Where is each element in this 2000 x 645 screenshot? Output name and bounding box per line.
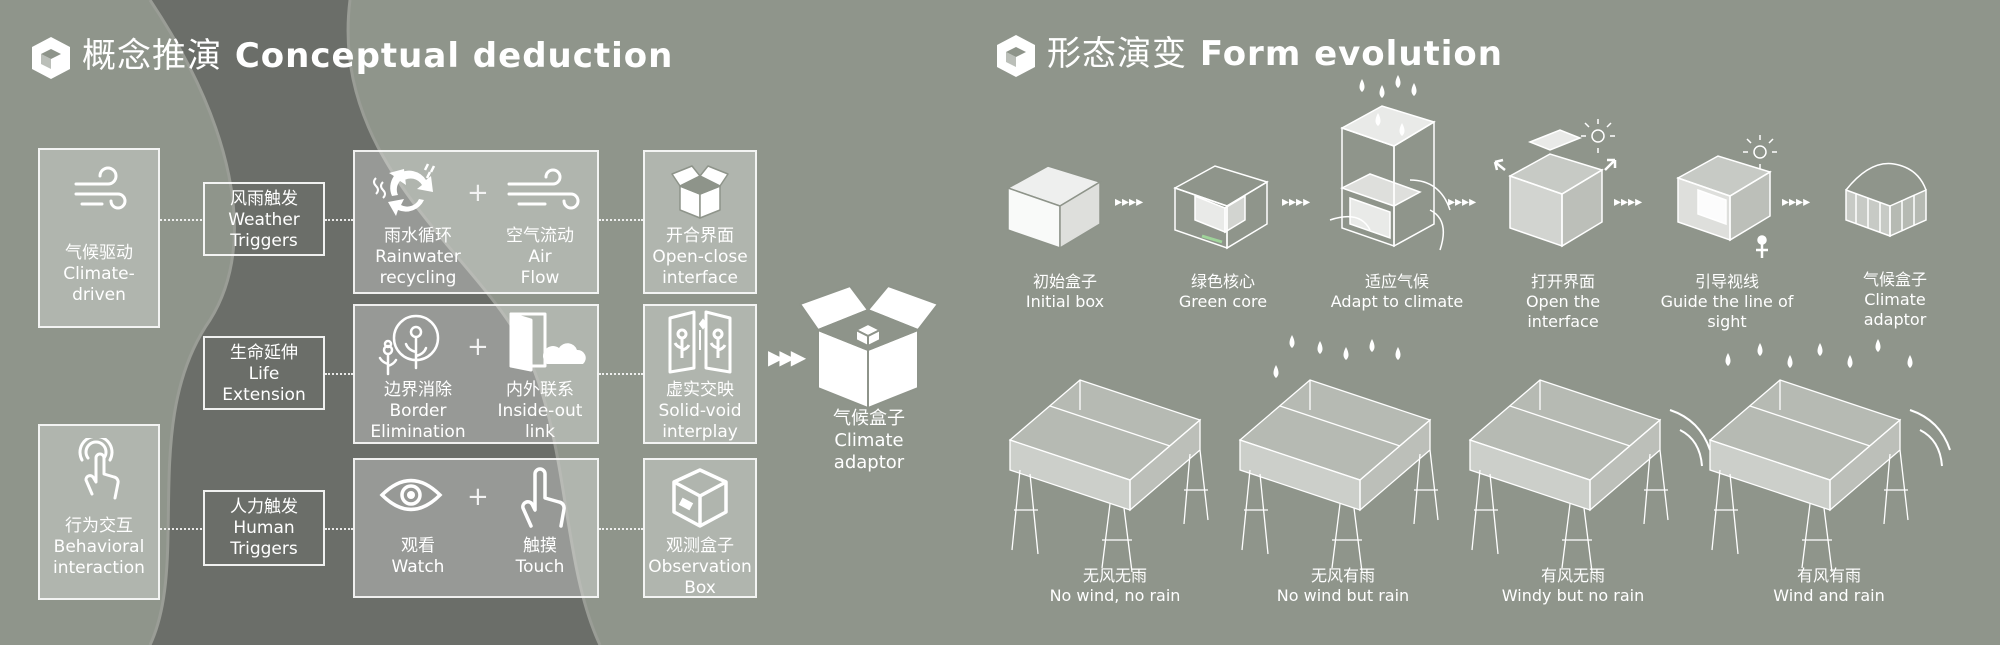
green-core-drawing	[1173, 165, 1269, 250]
arrow-icon: ▸▸▸▸	[1115, 194, 1143, 210]
hexagon-logo-icon	[32, 36, 70, 79]
connector-dots	[160, 528, 202, 530]
section1-title-zh: 概念推演	[82, 36, 222, 76]
plus-sign: +	[467, 178, 489, 208]
section2-title: 形态演变 Form evolution	[995, 26, 1503, 79]
flowers-icon	[378, 314, 440, 376]
section2-title-zh: 形态演变	[1047, 34, 1187, 74]
connector-dots	[325, 219, 353, 221]
structure-no-wind-but-rain	[1238, 379, 1439, 573]
section1-title: 概念推演 Conceptual deduction	[30, 28, 673, 81]
arrow-icon: ▶▶▶	[768, 345, 806, 369]
arrow-icon: ▸▸▸▸	[1614, 194, 1642, 210]
structure-windy-no-rain	[1468, 379, 1711, 573]
row3-panel	[353, 458, 599, 598]
form-evolution-drawings: ▸▸▸▸ ▸▸▸▸ ▸▸▸▸ ▸▸▸▸	[1006, 75, 1951, 573]
arrow-icon: ▸▸▸▸	[1282, 194, 1310, 210]
air-flow-icon	[507, 168, 580, 210]
observation-box-icon	[672, 468, 728, 528]
section2-title-en: Form evolution	[1199, 34, 1503, 74]
window-flowers-icon	[668, 310, 732, 374]
row2-panel	[353, 304, 599, 444]
door-cloud-icon	[509, 312, 586, 372]
recycle-icon	[373, 163, 436, 216]
structure-no-wind-no-rain	[1008, 379, 1209, 573]
section1-title-en: Conceptual deduction	[234, 36, 674, 76]
connector-dots	[599, 373, 643, 375]
open-box-icon	[671, 165, 729, 219]
result1-panel	[643, 150, 757, 294]
open-interface-drawing	[1493, 119, 1617, 248]
climate-adaptor-drawing	[1845, 162, 1927, 238]
connector-dots	[325, 373, 353, 375]
finger-touch-icon	[521, 467, 566, 528]
hand-tap-icon	[78, 438, 120, 500]
connector-dots	[160, 219, 202, 221]
driver-behavior-panel	[38, 424, 160, 600]
arrow-icon: ▸▸▸▸	[1782, 194, 1810, 210]
initial-box-drawing	[1006, 165, 1102, 250]
connector-dots	[325, 528, 353, 530]
driver-climate-panel	[38, 148, 160, 328]
road-strip	[150, 0, 600, 645]
plus-sign: +	[467, 332, 489, 362]
wind-cloud-icon	[74, 166, 127, 210]
big-open-box-icon	[799, 285, 939, 409]
connector-dots	[599, 528, 643, 530]
connector-dots	[599, 219, 643, 221]
adapt-climate-drawing	[1329, 105, 1451, 251]
plus-sign: +	[467, 482, 489, 512]
arrow-icon: ▸▸▸▸	[1448, 194, 1476, 210]
result2-panel	[643, 304, 757, 444]
structure-wind-and-rain	[1708, 379, 1951, 573]
result3-panel	[643, 458, 757, 598]
hexagon-logo-icon	[997, 34, 1035, 77]
guide-sight-drawing	[1676, 135, 1777, 258]
eye-icon	[379, 478, 443, 512]
